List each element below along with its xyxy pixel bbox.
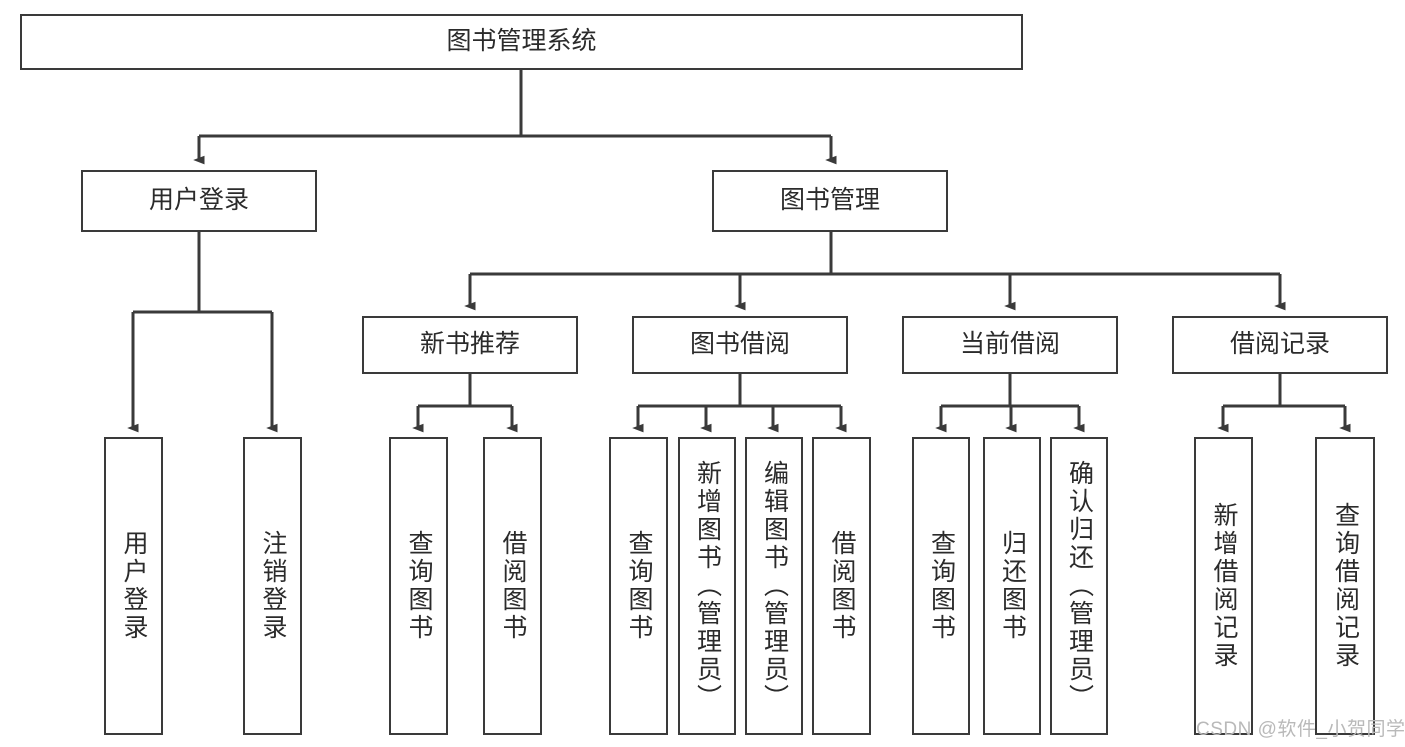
node-label: 查询图书 — [405, 530, 433, 642]
node-submodule-book-borrow[interactable]: 图书借阅 — [632, 316, 848, 374]
node-leaf-borrow-books-recommend[interactable]: 借阅图书 — [483, 437, 542, 735]
node-label: 借阅图书 — [828, 530, 856, 642]
node-leaf-query-borrow-record[interactable]: 查询借阅记录 — [1315, 437, 1375, 735]
node-root-system[interactable]: 图书管理系统 — [20, 14, 1023, 70]
node-leaf-query-books-recommend[interactable]: 查询图书 — [389, 437, 448, 735]
node-leaf-user-login[interactable]: 用户登录 — [104, 437, 163, 735]
node-label: 图书管理系统 — [446, 27, 597, 56]
node-label: 新书推荐 — [419, 330, 520, 359]
node-label: 图书借阅 — [689, 330, 790, 359]
node-module-user-login[interactable]: 用户登录 — [81, 170, 317, 232]
node-submodule-new-book-recommend[interactable]: 新书推荐 — [362, 316, 578, 374]
node-label: 确认归还（管理员） — [1065, 460, 1094, 712]
node-label: 图书管理 — [779, 186, 880, 215]
node-label: 编辑图书（管理员） — [760, 460, 789, 712]
node-label: 当前借阅 — [959, 330, 1060, 359]
node-leaf-query-books-borrow[interactable]: 查询图书 — [609, 437, 668, 735]
node-label: 借阅图书 — [499, 530, 527, 642]
node-label: 查询图书 — [625, 530, 653, 642]
node-module-book-management[interactable]: 图书管理 — [712, 170, 948, 232]
node-label: 查询借阅记录 — [1331, 502, 1360, 670]
node-leaf-borrow-books[interactable]: 借阅图书 — [812, 437, 871, 735]
node-label: 新增图书（管理员） — [693, 460, 722, 712]
node-label: 归还图书 — [998, 530, 1027, 642]
node-label: 查询图书 — [927, 530, 956, 642]
node-label: 用户登录 — [120, 530, 148, 642]
node-leaf-add-borrow-record[interactable]: 新增借阅记录 — [1194, 437, 1253, 735]
node-leaf-add-book-admin[interactable]: 新增图书（管理员） — [678, 437, 736, 735]
node-label: 借阅记录 — [1229, 330, 1330, 359]
node-leaf-return-books[interactable]: 归还图书 — [983, 437, 1041, 735]
node-submodule-borrow-records[interactable]: 借阅记录 — [1172, 316, 1388, 374]
node-label: 注销登录 — [259, 530, 287, 642]
node-leaf-query-books-current[interactable]: 查询图书 — [912, 437, 970, 735]
node-leaf-confirm-return-admin[interactable]: 确认归还（管理员） — [1050, 437, 1108, 735]
node-leaf-logout[interactable]: 注销登录 — [243, 437, 302, 735]
node-label: 新增借阅记录 — [1210, 502, 1238, 670]
node-label: 用户登录 — [148, 186, 249, 215]
node-leaf-edit-book-admin[interactable]: 编辑图书（管理员） — [745, 437, 803, 735]
node-submodule-current-borrow[interactable]: 当前借阅 — [902, 316, 1118, 374]
watermark: CSDN @软件_小贺同学 — [1196, 719, 1405, 740]
